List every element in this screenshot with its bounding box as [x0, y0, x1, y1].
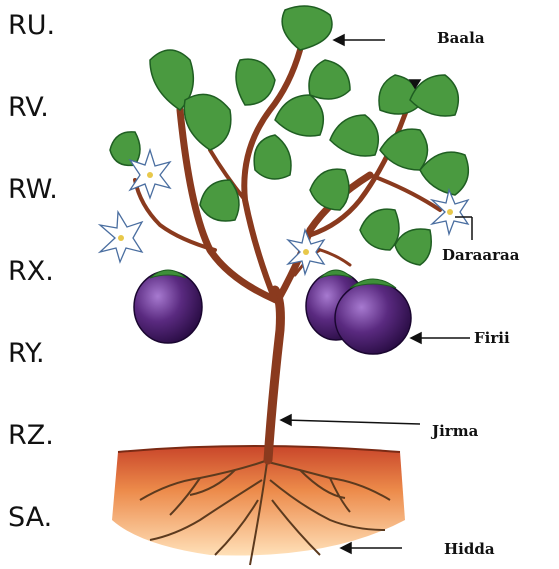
label-root: Hidda [444, 542, 495, 557]
label-stem: Jirma [432, 424, 478, 439]
option-rz: RZ. [8, 422, 54, 449]
option-ry: RY. [8, 340, 45, 367]
label-flower: Daraaraa [442, 248, 519, 263]
label-leaf: Baala [437, 31, 485, 46]
label-fruit: Firii [474, 331, 510, 346]
option-ru: RU. [8, 12, 55, 39]
option-sa: SA. [8, 504, 52, 531]
option-rw: RW. [8, 176, 58, 203]
option-rx: RX. [8, 258, 54, 285]
option-rv: RV. [8, 94, 49, 121]
